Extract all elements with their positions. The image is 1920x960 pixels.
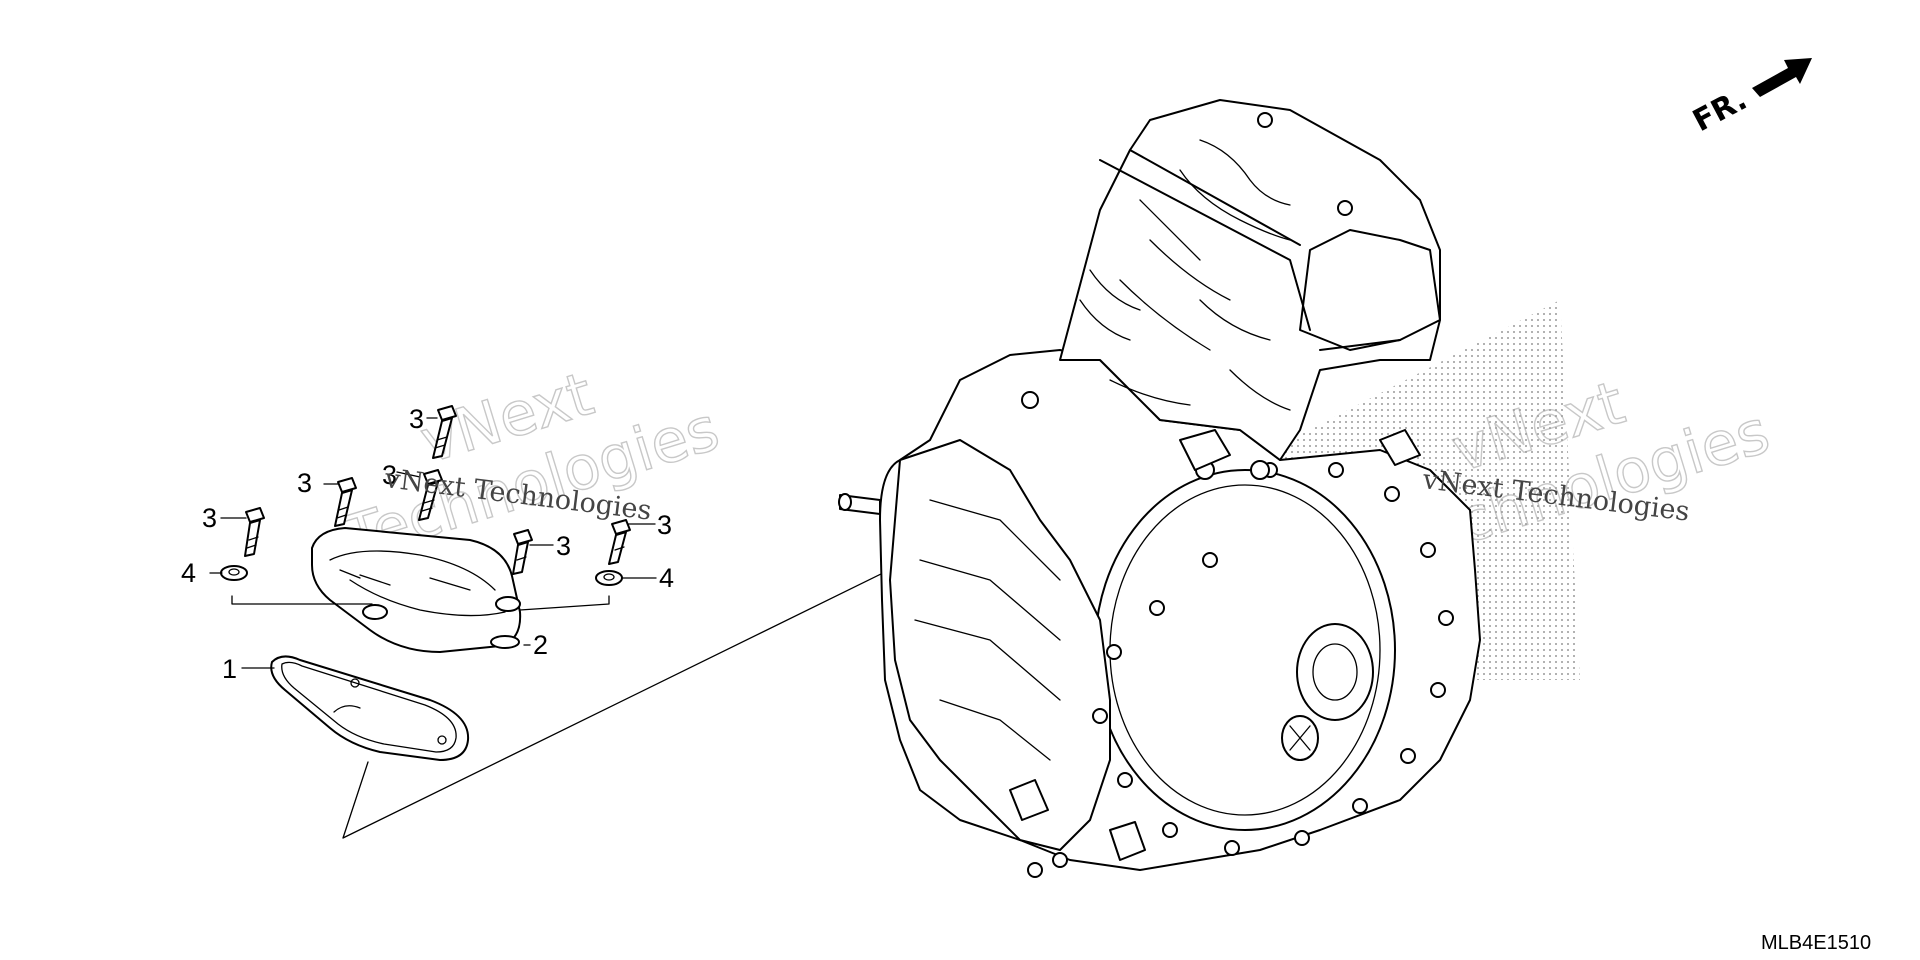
washer-right xyxy=(595,570,623,586)
bolt-6 xyxy=(608,519,631,565)
exploded-assembly: 3 3 3 3 3 3 4 4 2 1 xyxy=(181,404,674,761)
callout-bolt-1: 3 xyxy=(409,404,424,434)
cover-part xyxy=(311,527,522,653)
front-direction-label: FR. xyxy=(1687,82,1752,139)
gasket-part xyxy=(270,655,470,761)
bolt-2 xyxy=(334,477,357,527)
bolt-3 xyxy=(418,469,443,521)
callout-gasket: 1 xyxy=(222,654,237,684)
arrow-right-icon xyxy=(1752,58,1812,97)
washer-reference-line xyxy=(231,595,610,611)
engine-assembly xyxy=(838,99,1580,878)
callout-cover: 2 xyxy=(533,630,548,660)
washer-left xyxy=(220,565,248,581)
leader-bolt-3 xyxy=(396,471,421,478)
callout-washer-left: 4 xyxy=(181,558,196,588)
callout-bolt-4: 3 xyxy=(202,503,217,533)
front-direction-indicator: FR. xyxy=(1687,58,1812,139)
callout-washer-right: 4 xyxy=(659,563,674,593)
callout-bolt-3: 3 xyxy=(297,468,312,498)
bolt-1 xyxy=(432,405,457,459)
diagram-code: MLB4E1510 xyxy=(1761,932,1871,954)
callout-bolt-6: 3 xyxy=(657,510,672,540)
callout-bolt-5: 3 xyxy=(556,531,571,561)
callout-bolt-2: 3 xyxy=(382,460,397,490)
bolt-4 xyxy=(244,507,265,557)
bolt-5 xyxy=(512,529,533,575)
case-bolts xyxy=(1021,112,1454,878)
